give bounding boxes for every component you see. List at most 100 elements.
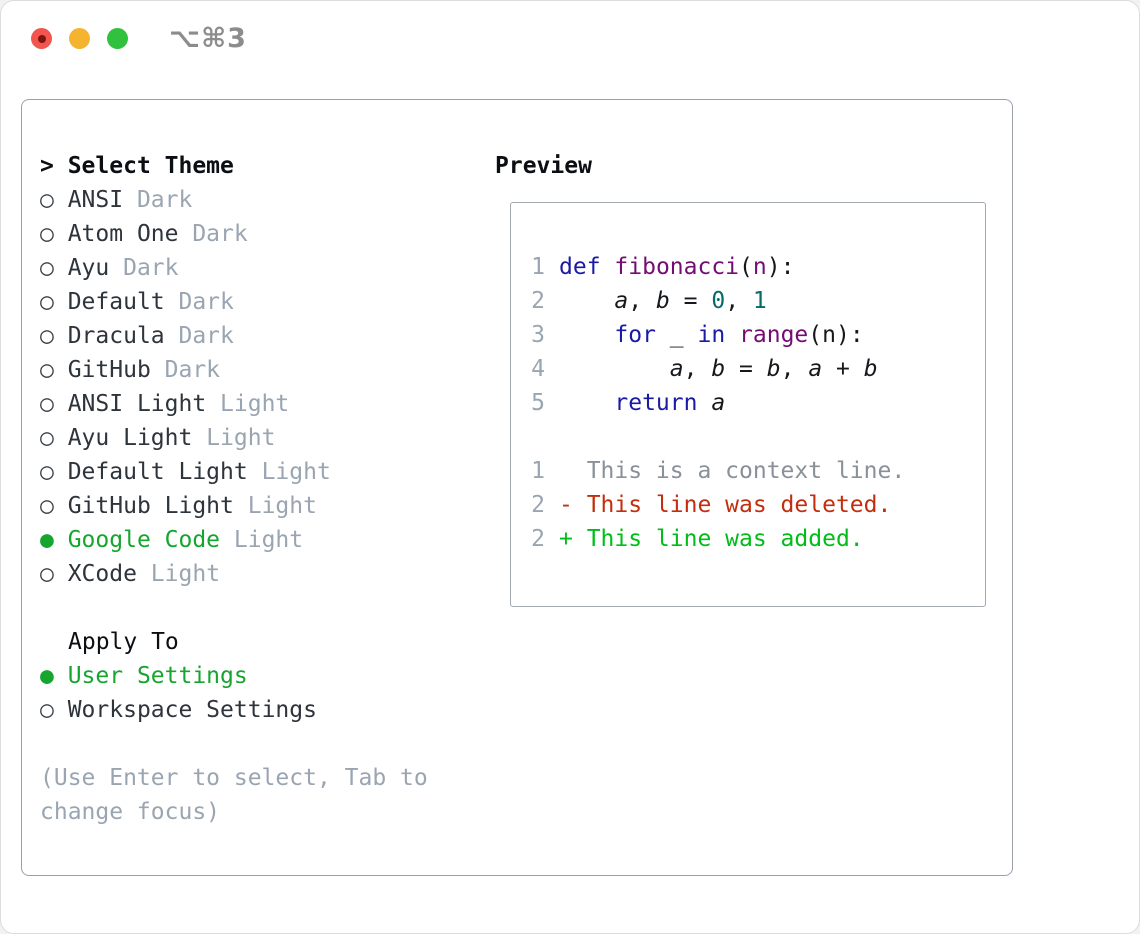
theme-variant: Light (233, 493, 317, 519)
code-token: b (711, 356, 726, 382)
code-token (559, 322, 614, 348)
theme-list: ○ ANSI Dark○ Atom One Dark○ Ayu Dark○ De… (40, 183, 470, 591)
code-token: a (614, 288, 629, 314)
code-token (559, 356, 670, 382)
radio-icon: ○ (40, 561, 54, 587)
code-token: = (669, 288, 712, 314)
code-token (697, 390, 711, 416)
code-token: for (614, 322, 656, 348)
radio-icon: ○ (40, 391, 54, 417)
theme-option[interactable]: ○ Ayu Light Light (40, 421, 470, 455)
window-title: ⌥⌘3 (169, 23, 247, 54)
close-dot-icon (37, 34, 46, 43)
apply-to-option[interactable]: ○ Workspace Settings (40, 693, 470, 727)
theme-variant: Dark (123, 187, 193, 213)
theme-variant: Dark (178, 221, 248, 247)
theme-name: GitHub Light (53, 493, 234, 519)
radio-icon: ○ (40, 493, 54, 519)
theme-name: Dracula (53, 323, 165, 349)
radio-icon: ○ (40, 289, 54, 315)
preview-header: Preview (495, 153, 592, 179)
spacer (40, 727, 470, 761)
code-token: 1 (752, 288, 767, 314)
theme-variant: Dark (150, 357, 221, 383)
code-token: 0 (711, 288, 726, 314)
theme-name: GitHub (53, 357, 151, 383)
selected-radio-icon: ● (40, 663, 54, 689)
theme-name: XCode (53, 561, 137, 587)
code-token: = (725, 356, 767, 382)
select-theme-title: Select Theme (67, 153, 234, 179)
code-content: return a (559, 390, 725, 416)
focus-caret-icon: > (40, 153, 68, 179)
theme-variant: Light (220, 527, 304, 553)
diff-line: 2 + This line was added. (531, 522, 985, 556)
code-token: in (697, 322, 726, 348)
radio-icon: ○ (40, 425, 54, 451)
radio-icon: ○ (40, 459, 54, 485)
code-token (559, 288, 614, 314)
theme-option[interactable]: ○ Default Dark (40, 285, 470, 319)
theme-option[interactable]: ○ Ayu Dark (40, 251, 470, 285)
theme-name: Atom One (53, 221, 179, 247)
minimize-button[interactable] (69, 28, 90, 49)
radio-icon: ○ (40, 187, 54, 213)
line-number: 4 (531, 356, 545, 382)
theme-option[interactable]: ○ GitHub Light Light (40, 489, 470, 523)
code-token: b (863, 356, 878, 382)
code-token: , (683, 356, 712, 382)
diff-content: - This line was deleted. (559, 492, 892, 518)
apply-to-header: Apply To (68, 629, 179, 655)
theme-option[interactable]: ○ Dracula Dark (40, 319, 470, 353)
theme-option[interactable]: ○ ANSI Dark (40, 183, 470, 217)
code-token: fibonacci (614, 254, 740, 280)
theme-option[interactable]: ○ Atom One Dark (40, 217, 470, 251)
apply-to-label: Workspace Settings (53, 697, 317, 723)
select-theme-header: > Select Theme (40, 149, 470, 183)
theme-option[interactable]: ○ GitHub Dark (40, 353, 470, 387)
code-token (601, 254, 615, 280)
code-token: a (711, 390, 726, 416)
code-token: range (739, 322, 809, 348)
diff-line: 1 This is a context line. (531, 454, 985, 488)
code-token: + (822, 356, 864, 382)
theme-name: Default Light (53, 459, 248, 485)
line-number: 1 (531, 254, 545, 280)
theme-name: ANSI Light (53, 391, 207, 417)
code-content: for _ in range(n): (559, 322, 863, 348)
code-token: , (780, 356, 809, 382)
line-number: 2 (531, 526, 545, 552)
spacer (40, 591, 470, 625)
theme-option[interactable]: ○ ANSI Light Light (40, 387, 470, 421)
code-line: 3 for _ in range(n): (531, 318, 985, 352)
theme-variant: Light (247, 459, 331, 485)
code-token (725, 322, 739, 348)
theme-variant: Dark (164, 289, 234, 315)
traffic-lights (31, 28, 128, 49)
code-token: b (766, 356, 781, 382)
theme-option[interactable]: ● Google Code Light (40, 523, 470, 557)
diff-content: This is a context line. (559, 458, 906, 484)
selected-radio-icon: ● (40, 527, 54, 553)
code-token: return (614, 390, 698, 416)
apply-to-option[interactable]: ● User Settings (40, 659, 470, 693)
apply-to-list: ● User Settings○ Workspace Settings (40, 659, 470, 727)
theme-name: Google Code (53, 527, 221, 553)
code-content: a, b = b, a + b (559, 356, 878, 382)
diff-content: + This line was added. (559, 526, 864, 552)
code-token (559, 390, 614, 416)
spacer (531, 420, 985, 454)
apply-to-label: User Settings (53, 663, 248, 689)
theme-option[interactable]: ○ XCode Light (40, 557, 470, 591)
theme-option[interactable]: ○ Default Light Light (40, 455, 470, 489)
line-number: 3 (531, 322, 545, 348)
close-button[interactable] (31, 28, 52, 49)
code-token: ( (739, 254, 753, 280)
theme-variant: Dark (109, 255, 179, 281)
theme-picker-panel: > Select Theme ○ ANSI Dark○ Atom One Dar… (21, 99, 1013, 876)
theme-name: Ayu Light (53, 425, 193, 451)
zoom-button[interactable] (107, 28, 128, 49)
